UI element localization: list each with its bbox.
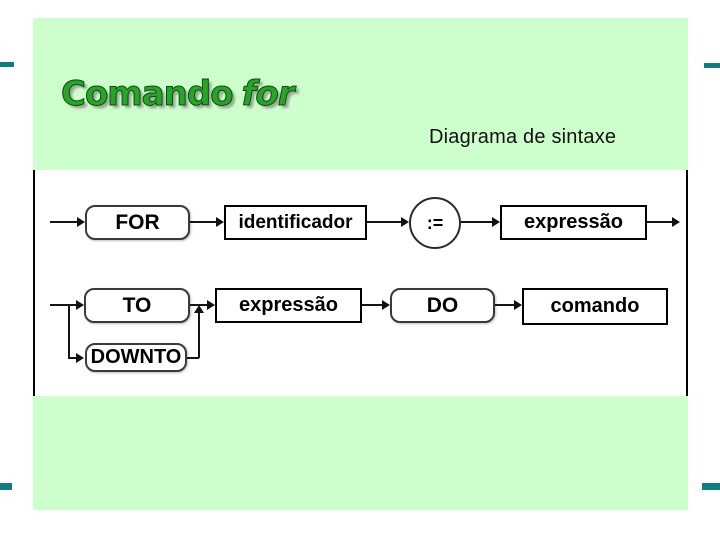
flow-line — [50, 221, 77, 223]
terminal-for-label: FOR — [115, 210, 160, 234]
arrow-right-icon — [514, 300, 522, 310]
branch-line — [68, 305, 70, 358]
accent-dash-top-right — [704, 63, 720, 68]
nonterminal-expression2-box: expressão — [215, 288, 362, 323]
nonterminal-command-box: comando — [522, 288, 668, 325]
arrow-right-icon — [382, 300, 390, 310]
terminal-to-label: TO — [122, 293, 152, 317]
terminal-downto-box: DOWNTO — [85, 343, 187, 372]
accent-dash-top-left — [0, 62, 14, 67]
flow-line — [495, 304, 514, 306]
flow-line — [50, 304, 76, 306]
arrow-right-icon — [76, 353, 84, 363]
slide-title-text: Comando — [61, 74, 235, 115]
branch-line — [187, 357, 199, 359]
nonterminal-expression1-label: expressão — [524, 211, 623, 233]
arrow-right-icon — [77, 217, 85, 227]
accent-dash-bottom-right — [702, 483, 720, 490]
branch-line — [68, 357, 76, 359]
arrow-right-icon — [216, 217, 224, 227]
nonterminal-expression1-box: expressão — [500, 205, 647, 240]
terminal-downto-label: DOWNTO — [90, 346, 182, 368]
terminal-do-box: DO — [390, 288, 495, 323]
terminal-assign-label: := — [426, 212, 444, 233]
accent-dash-bottom-left — [0, 483, 12, 490]
flow-line — [367, 221, 401, 223]
branch-line — [198, 313, 200, 358]
arrow-up-icon — [194, 305, 204, 313]
arrow-right-icon — [492, 217, 500, 227]
nonterminal-expression2-label: expressão — [239, 294, 338, 316]
flow-line — [190, 221, 216, 223]
flow-line — [362, 304, 382, 306]
slide-title-keyword: for — [241, 74, 295, 115]
flow-line — [647, 221, 672, 223]
nonterminal-command-label: comando — [550, 295, 640, 317]
arrow-right-icon — [207, 300, 215, 310]
arrow-right-icon — [672, 217, 680, 227]
arrow-right-icon — [76, 300, 84, 310]
terminal-do-label: DO — [426, 293, 459, 317]
nonterminal-identifier-box: identificador — [224, 205, 367, 240]
terminal-to-box: TO — [84, 288, 190, 323]
slide-subtitle: Diagrama de sintaxe — [429, 126, 617, 148]
terminal-assign-circle: := — [409, 197, 461, 249]
flow-line — [461, 221, 492, 223]
terminal-for-box: FOR — [85, 205, 190, 240]
flow-line — [190, 304, 207, 306]
arrow-right-icon — [401, 217, 409, 227]
syntax-diagram: FOR identificador := expressão — [33, 170, 688, 396]
nonterminal-identifier-label: identificador — [238, 211, 353, 233]
